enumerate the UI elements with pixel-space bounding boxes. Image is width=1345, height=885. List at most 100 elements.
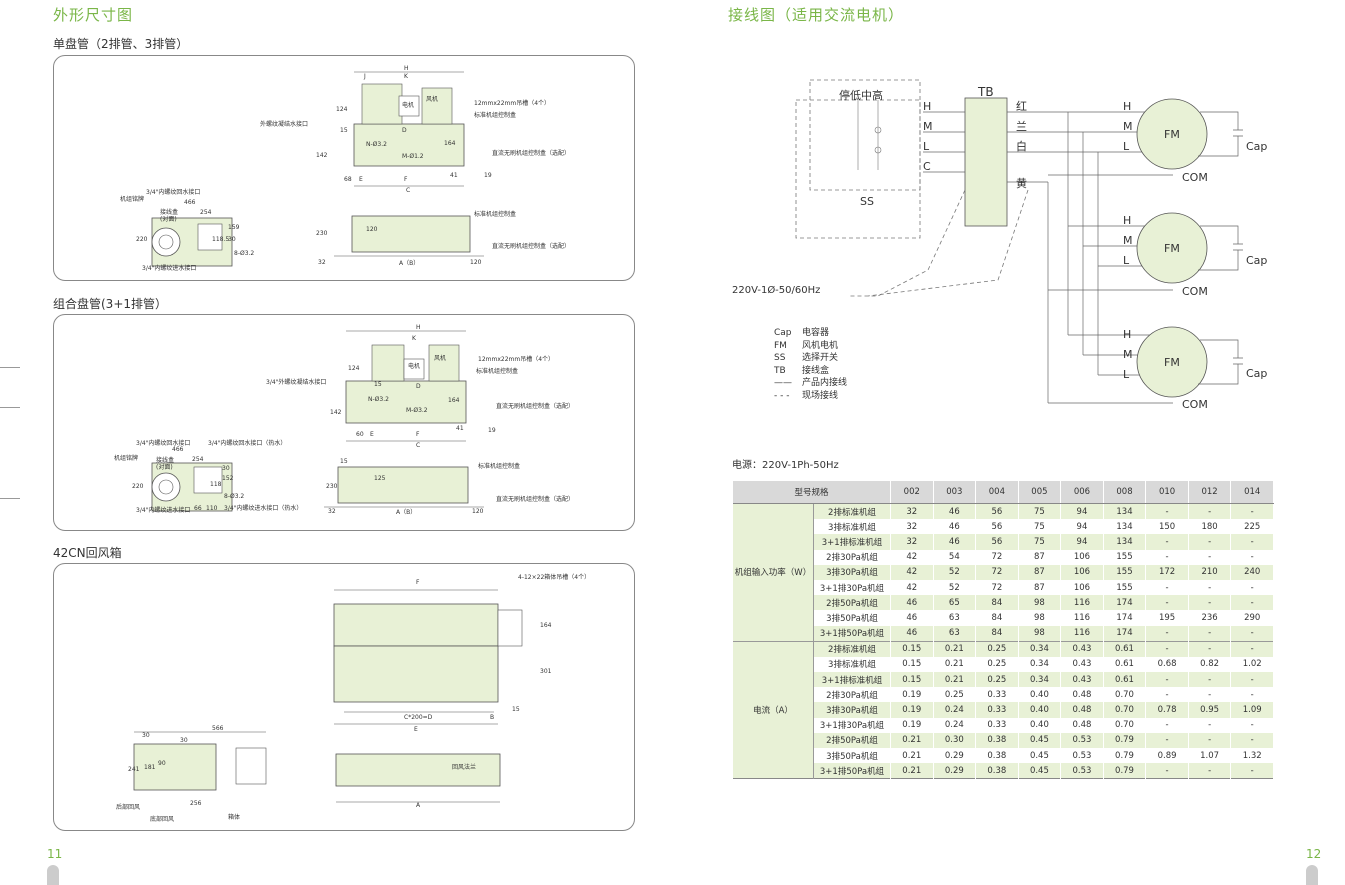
- table-value-cell: 0.15: [890, 656, 934, 673]
- dim-label: 机组铭牌: [114, 455, 139, 462]
- table-value-cell: 32: [890, 503, 934, 520]
- table-value-cell: -: [1188, 534, 1232, 550]
- switch-label: 停低中高: [839, 89, 883, 102]
- table-value-cell: 0.82: [1188, 656, 1232, 673]
- dim-label: 241: [128, 766, 140, 773]
- table-column-header: 006: [1060, 481, 1104, 504]
- table-value-cell: 0.25: [975, 640, 1019, 657]
- table-value-cell: 106: [1060, 564, 1104, 580]
- table-model-cell: 3+1排标准机组: [813, 534, 891, 550]
- table-value-cell: 0.68: [1145, 656, 1189, 673]
- table-value-cell: -: [1188, 687, 1232, 703]
- dim-label: E: [359, 176, 363, 183]
- switch-pin-c: C: [923, 160, 931, 173]
- table-value-cell: 46: [890, 625, 934, 642]
- dim-label: F: [416, 579, 420, 586]
- table-value-cell: -: [1188, 595, 1232, 611]
- dim-label: N-Ø3.2: [366, 141, 387, 148]
- legend-code: SS: [774, 353, 786, 363]
- table-value-cell: 98: [1018, 625, 1062, 642]
- switch-pin-h: H: [923, 100, 932, 113]
- legend-code: Cap: [774, 328, 792, 338]
- table-value-cell: 0.34: [1018, 640, 1062, 657]
- table-value-cell: 63: [933, 610, 977, 626]
- section-heading-single-coil: 单盘管（2排管、3排管）: [53, 37, 189, 51]
- motor2-cap: Cap: [1246, 254, 1268, 267]
- table-column-header: 003: [933, 481, 977, 504]
- dim-label: 电机: [402, 102, 415, 109]
- table-value-cell: 0.53: [1060, 732, 1104, 748]
- dim-label: 220: [132, 483, 144, 490]
- table-value-cell: 32: [890, 534, 934, 550]
- table-value-cell: 98: [1018, 610, 1062, 626]
- dim-label: 30: [228, 236, 236, 243]
- wiring-diagram: [795, 79, 1243, 404]
- dim-label: 466: [184, 199, 196, 206]
- table-header-label: 型号规格: [733, 481, 891, 504]
- table-value-cell: 56: [975, 503, 1019, 520]
- return-box-drawing: [133, 589, 523, 803]
- table-value-cell: 65: [933, 595, 977, 611]
- table-value-cell: 84: [975, 595, 1019, 611]
- table-value-cell: 236: [1188, 610, 1232, 626]
- dim-label: A（B）: [399, 260, 420, 267]
- dim-label: 电机: [408, 363, 421, 370]
- dim-label: (对面): [160, 216, 177, 223]
- dim-label: 3/4"外螺纹凝结水接口: [266, 379, 327, 386]
- table-value-cell: 0.48: [1060, 687, 1104, 703]
- motor3-pin-h: H: [1123, 328, 1132, 341]
- dim-label: 8-Ø3.2: [234, 250, 255, 257]
- motor1-com: COM: [1182, 171, 1208, 184]
- table-value-cell: 0.29: [933, 763, 977, 779]
- motor2-com: COM: [1182, 285, 1208, 298]
- legend-code: ——: [774, 378, 792, 388]
- wire-color-white: 白: [1016, 140, 1027, 153]
- table-value-cell: -: [1230, 503, 1274, 520]
- dim-label: C: [416, 442, 421, 449]
- drawing-panel-single-coil: H J K 电机 风机 12mmx22mm吊槽（4个） 标准机组控制盒 外螺纹凝…: [53, 55, 635, 281]
- table-value-cell: 98: [1018, 595, 1062, 611]
- table-value-cell: 72: [975, 564, 1019, 580]
- table-model-cell: 3排标准机组: [813, 656, 891, 673]
- table-value-cell: -: [1188, 717, 1232, 733]
- dim-label: 3/4"内螺纹回水接口（热水）: [208, 440, 287, 447]
- margin-mark: [0, 498, 20, 499]
- dim-label: 3/4"内螺纹进水接口（热水）: [224, 505, 303, 512]
- table-value-cell: -: [1145, 579, 1189, 596]
- dim-label: C: [406, 187, 411, 194]
- table-value-cell: 46: [890, 610, 934, 626]
- table-value-cell: 1.09: [1230, 702, 1274, 718]
- single-coil-drawing: [151, 71, 484, 267]
- section-heading-combo-coil: 组合盘管(3+1排管）: [53, 297, 168, 311]
- margin-mark: [0, 407, 20, 408]
- table-value-cell: 0.70: [1103, 702, 1147, 718]
- table-value-cell: 180: [1188, 519, 1232, 535]
- motor1-cap: Cap: [1246, 140, 1268, 153]
- dim-label: 120: [366, 226, 378, 233]
- table-value-cell: 0.79: [1103, 748, 1147, 764]
- table-value-cell: 0.79: [1103, 763, 1147, 779]
- table-value-cell: 0.38: [975, 732, 1019, 748]
- legend-desc: 现场接线: [802, 390, 839, 401]
- table-value-cell: 56: [975, 534, 1019, 550]
- table-value-cell: 0.53: [1060, 763, 1104, 779]
- table-value-cell: 87: [1018, 579, 1062, 596]
- table-value-cell: 46: [933, 503, 977, 520]
- page-number-right: 12: [1306, 847, 1322, 861]
- dim-label: 19: [484, 172, 492, 179]
- table-value-cell: -: [1230, 579, 1274, 596]
- dim-label: A（B）: [396, 509, 417, 516]
- dim-label: 3/4"内螺纹回水接口: [136, 440, 191, 447]
- dim-label: 164: [448, 397, 460, 404]
- dim-label: 164: [444, 140, 456, 147]
- motor2-label: FM: [1164, 242, 1180, 255]
- table-model-cell: 3+1排30Pa机组: [813, 579, 891, 596]
